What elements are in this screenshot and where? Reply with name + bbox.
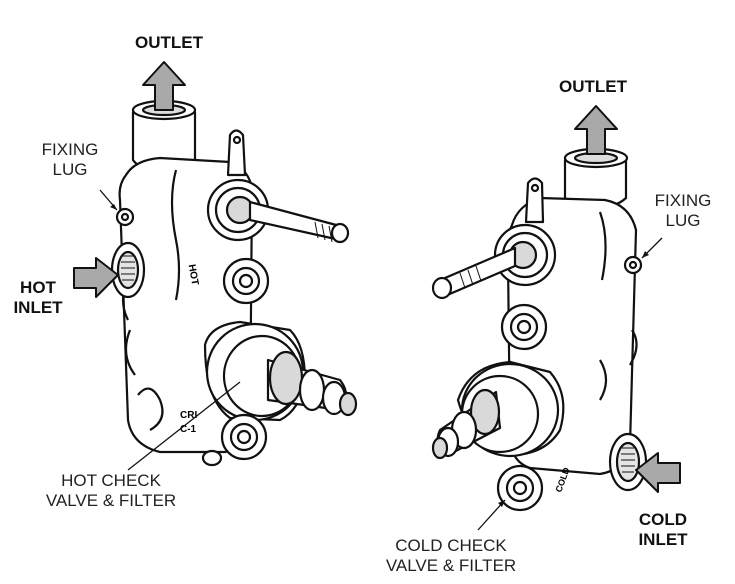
cold-check-valve-label: COLD CHECK VALVE & FILTER [366, 536, 536, 576]
cold-inlet-line2: INLET [638, 530, 688, 549]
left-fixing-lug-line2: LUG [52, 160, 88, 179]
cold-check-line2: VALVE & FILTER [385, 556, 517, 575]
cold-inlet-arrow-icon [635, 452, 681, 493]
hot-check-valve-label: HOT CHECK VALVE & FILTER [26, 471, 196, 511]
left-body-mark-c1: C-1 [180, 424, 197, 435]
cold-check-line1: COLD CHECK [395, 536, 507, 555]
left-outlet-arrow-icon [142, 61, 186, 111]
cold-inlet-line1: COLD [638, 510, 688, 529]
left-body-mark-cri: CRI [180, 410, 197, 421]
left-fixing-lug-line1: FIXING [41, 140, 99, 159]
right-fixing-lug-leader-head-icon [642, 251, 649, 258]
hot-inlet-arrow-icon [73, 257, 119, 298]
hot-check-leader [127, 381, 241, 471]
left-body-mark-hot: HOT [186, 263, 200, 286]
hot-check-line1: HOT CHECK [61, 471, 161, 490]
right-fixing-lug-label: FIXING LUG [643, 191, 723, 231]
left-valve-body [110, 99, 358, 467]
right-valve-body [431, 147, 648, 512]
left-outlet-label: OUTLET [135, 33, 203, 52]
cold-inlet-label: COLD INLET [632, 510, 694, 550]
right-outlet-arrow-icon [574, 105, 618, 155]
left-fixing-lug-leader-head-icon [110, 204, 117, 210]
right-outlet-label: OUTLET [559, 77, 627, 96]
hot-inlet-label: HOT INLET [8, 278, 68, 318]
left-fixing-lug-label: FIXING LUG [30, 140, 110, 180]
right-fixing-lug-line1: FIXING [654, 191, 712, 210]
hot-inlet-line2: INLET [13, 298, 63, 317]
right-fixing-lug-line2: LUG [665, 211, 701, 230]
hot-inlet-line1: HOT [20, 278, 56, 297]
hot-check-line2: VALVE & FILTER [45, 491, 177, 510]
cold-check-leader-head-icon [498, 500, 505, 507]
